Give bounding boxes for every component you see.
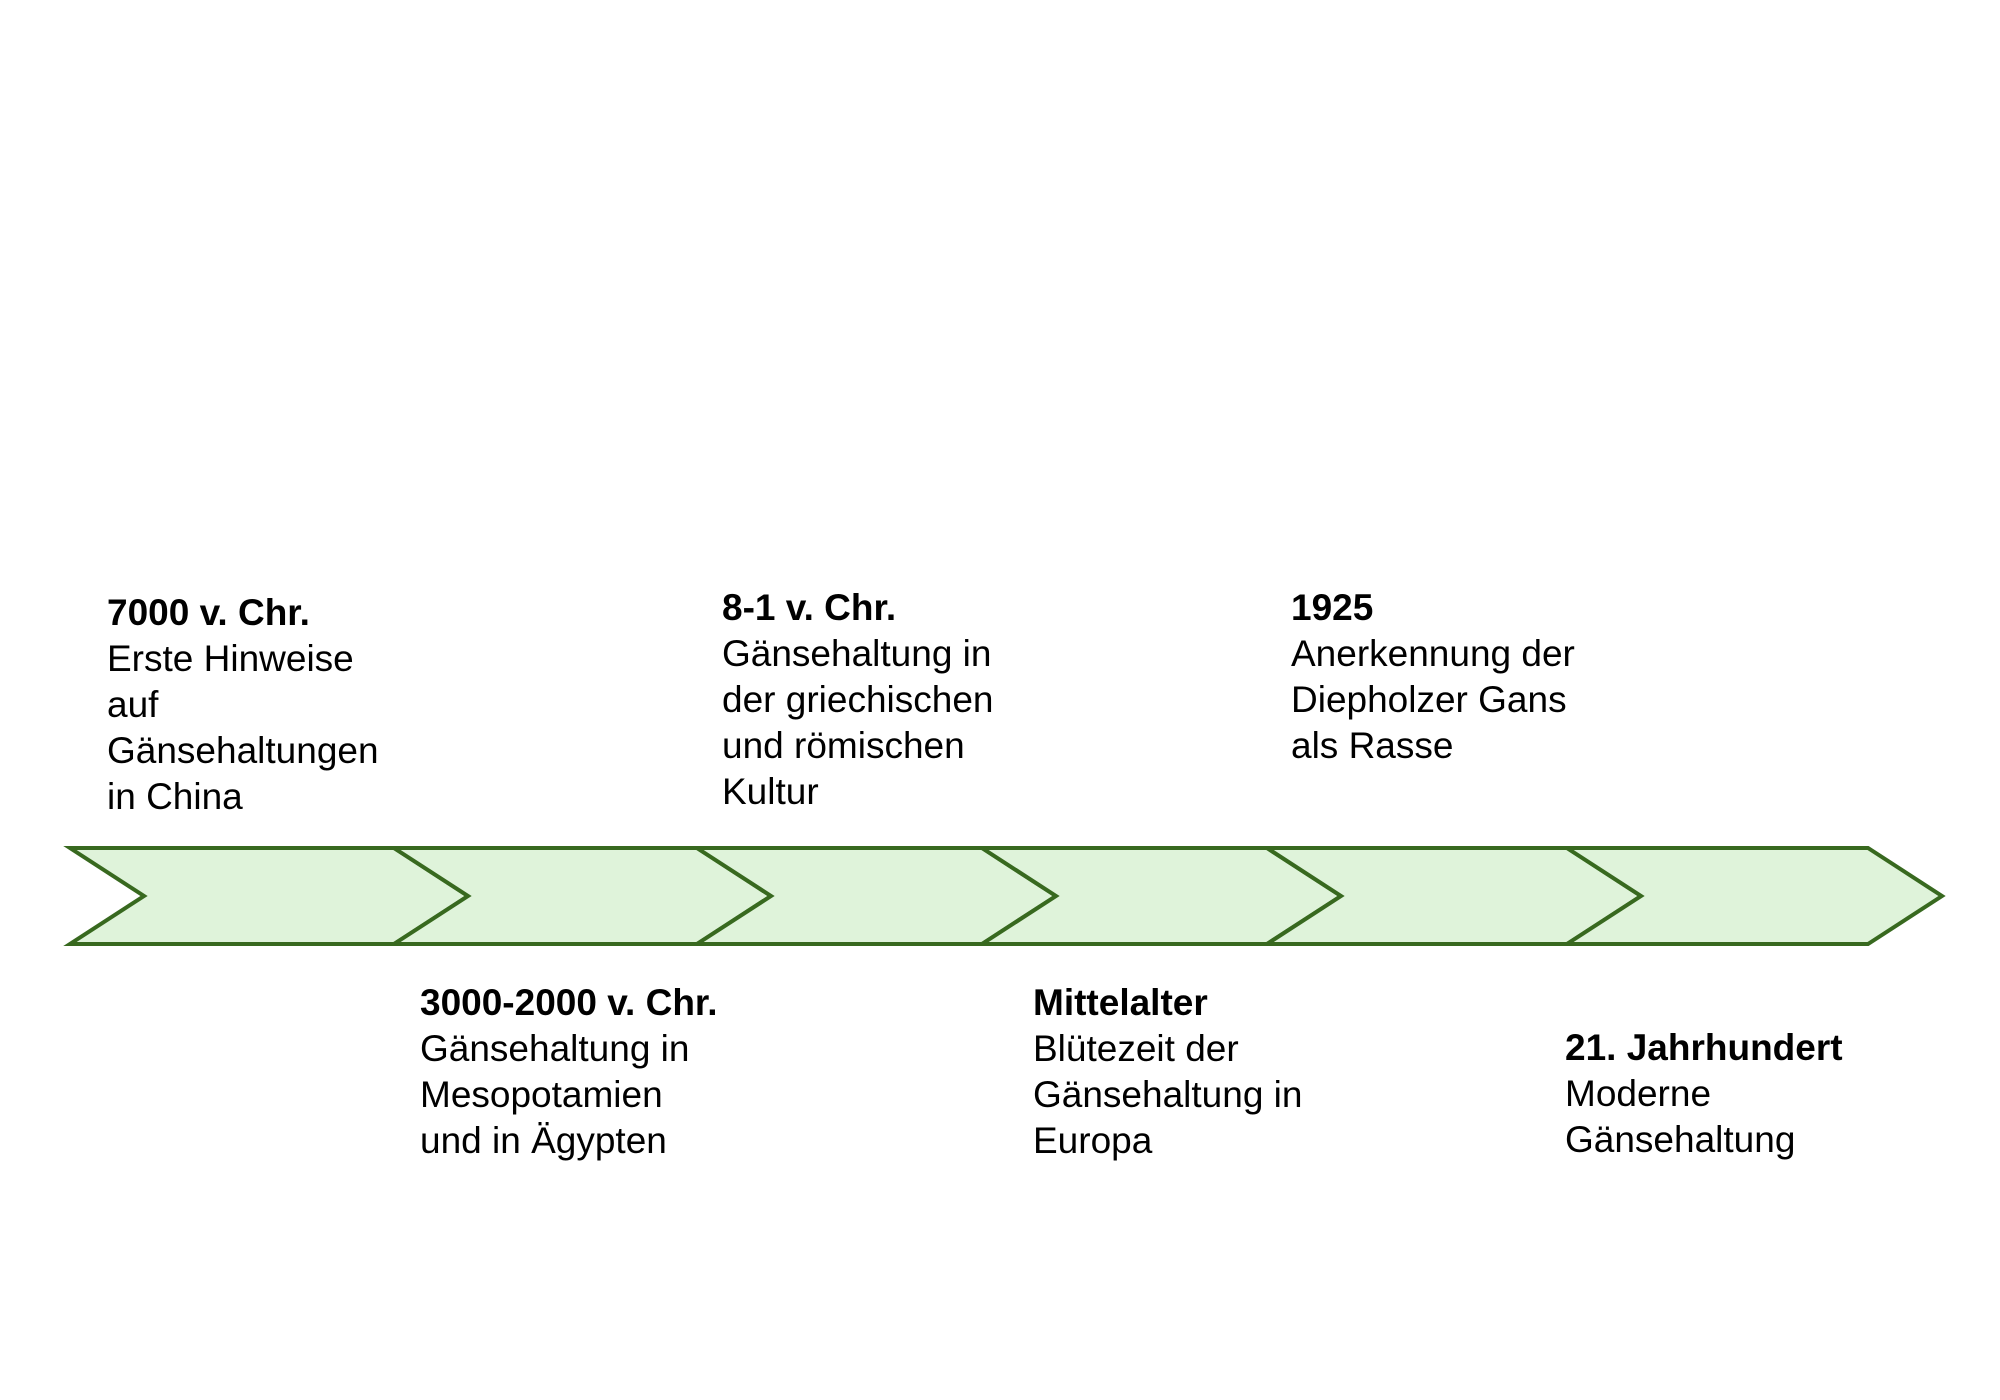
- event-title: 21. Jahrhundert: [1565, 1027, 1843, 1068]
- event-title: 7000 v. Chr.: [107, 592, 310, 633]
- timeline-event-mittelalter: Mittelalter Blütezeit der Gänsehaltung i…: [1033, 980, 1302, 1164]
- timeline-event-1925: 1925 Anerkennung der Diepholzer Gans als…: [1291, 585, 1575, 769]
- event-title: 3000-2000 v. Chr.: [420, 982, 718, 1023]
- timeline-chevron-segment: [1560, 846, 1946, 946]
- event-title: Mittelalter: [1033, 982, 1208, 1023]
- event-description: Gänsehaltung in der griechischen und röm…: [722, 633, 994, 812]
- event-description: Moderne Gänsehaltung: [1565, 1073, 1796, 1160]
- event-description: Anerkennung der Diepholzer Gans als Rass…: [1291, 633, 1575, 766]
- timeline-event-8-1-bc: 8-1 v. Chr. Gänsehaltung in der griechis…: [722, 585, 993, 815]
- timeline-event-21-jahrhundert: 21. Jahrhundert Moderne Gänsehaltung: [1565, 1025, 1843, 1163]
- event-title: 1925: [1291, 587, 1374, 628]
- event-description: Gänsehaltung in Mesopotamien und in Ägyp…: [420, 1028, 690, 1161]
- event-title: 8-1 v. Chr.: [722, 587, 897, 628]
- event-description: Blütezeit der Gänsehaltung in Europa: [1033, 1028, 1303, 1161]
- timeline-event-3000-2000-bc: 3000-2000 v. Chr. Gänsehaltung in Mesopo…: [420, 980, 718, 1164]
- event-description: Erste Hinweise auf Gänsehaltungen in Chi…: [107, 638, 379, 817]
- timeline-chevron-segment: [63, 846, 472, 946]
- timeline-event-7000-bc: 7000 v. Chr. Erste Hinweise auf Gänsehal…: [107, 590, 379, 820]
